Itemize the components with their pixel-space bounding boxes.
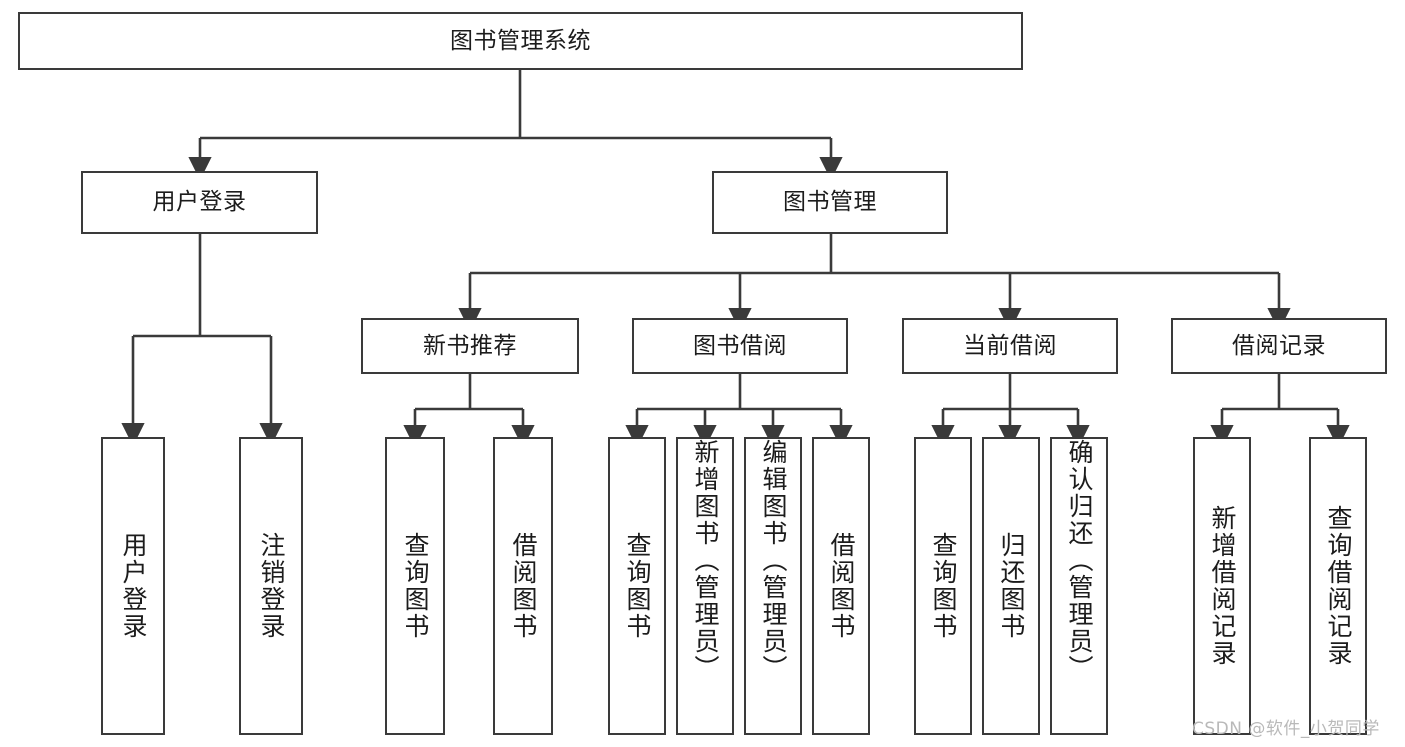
leaf-return-book[interactable]: 归还图书 [982, 437, 1040, 735]
node-current-borrow[interactable]: 当前借阅 [902, 318, 1118, 374]
node-label: 借阅记录 [1232, 332, 1326, 359]
node-label: 新增图书（管理员） [691, 439, 720, 682]
node-label: 查询图书 [929, 532, 958, 640]
node-label: 当前借阅 [963, 332, 1057, 359]
node-label: 借阅图书 [827, 532, 856, 640]
node-label: 用户登录 [152, 189, 247, 216]
node-label: 借阅图书 [509, 532, 538, 640]
leaf-query-book-borrow[interactable]: 查询图书 [608, 437, 666, 735]
node-label: 注销登录 [257, 532, 286, 640]
leaf-add-borrow-record[interactable]: 新增借阅记录 [1193, 437, 1251, 735]
node-new-book-recommend[interactable]: 新书推荐 [361, 318, 579, 374]
node-label: 编辑图书（管理员） [759, 439, 788, 682]
node-label: 图书管理系统 [450, 27, 591, 54]
node-label: 图书管理 [783, 189, 877, 216]
csdn-watermark: CSDN @软件_小贺同学 [1192, 719, 1380, 739]
leaf-borrow-book-borrow[interactable]: 借阅图书 [812, 437, 870, 735]
node-book-borrow[interactable]: 图书借阅 [632, 318, 848, 374]
node-label: 新书推荐 [423, 332, 517, 359]
node-label: 查询图书 [401, 532, 430, 640]
leaf-query-book-current[interactable]: 查询图书 [914, 437, 972, 735]
leaf-edit-book-admin[interactable]: 编辑图书（管理员） [744, 437, 802, 735]
leaf-query-borrow-record[interactable]: 查询借阅记录 [1309, 437, 1367, 735]
leaf-query-book-recommend[interactable]: 查询图书 [385, 437, 445, 735]
node-label: 查询图书 [623, 532, 652, 640]
node-label: 用户登录 [119, 532, 148, 640]
leaf-user-login[interactable]: 用户登录 [101, 437, 165, 735]
leaf-add-book-admin[interactable]: 新增图书（管理员） [676, 437, 734, 735]
node-label: 归还图书 [997, 532, 1026, 640]
node-book-manage[interactable]: 图书管理 [712, 171, 948, 234]
node-user-login[interactable]: 用户登录 [81, 171, 318, 234]
node-label: 新增借阅记录 [1208, 505, 1237, 667]
leaf-borrow-book-recommend[interactable]: 借阅图书 [493, 437, 553, 735]
leaf-logout-login[interactable]: 注销登录 [239, 437, 303, 735]
node-borrow-record[interactable]: 借阅记录 [1171, 318, 1387, 374]
node-label: 查询借阅记录 [1324, 505, 1353, 667]
node-label: 图书借阅 [693, 332, 787, 359]
leaf-confirm-return-admin[interactable]: 确认归还（管理员） [1050, 437, 1108, 735]
node-root-system[interactable]: 图书管理系统 [18, 12, 1023, 70]
node-label: 确认归还（管理员） [1065, 439, 1094, 682]
